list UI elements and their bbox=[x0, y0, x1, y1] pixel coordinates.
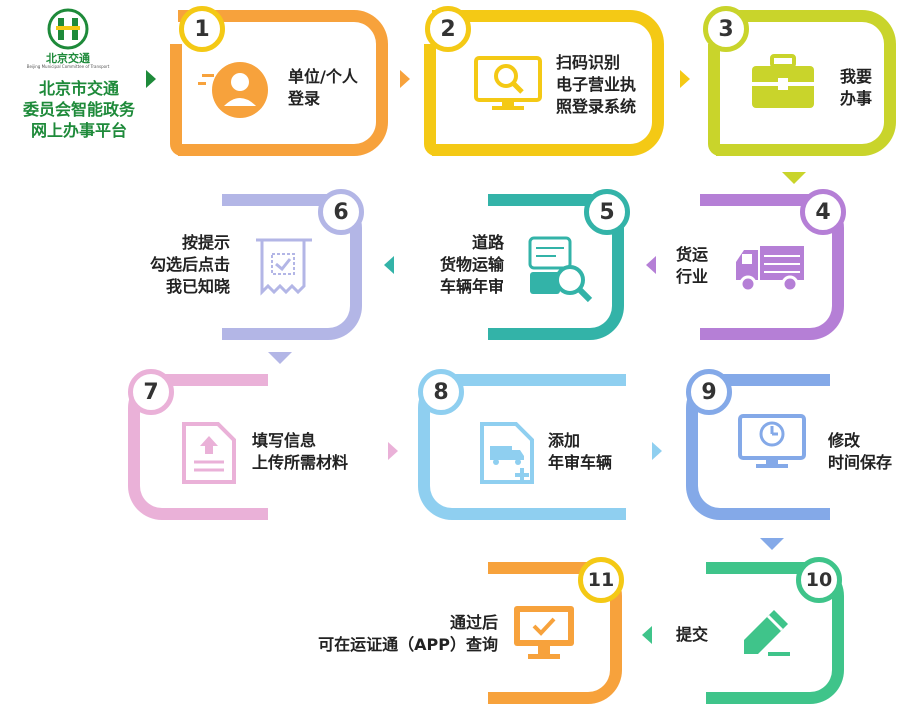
step-10-label: 提交 bbox=[676, 624, 708, 646]
step-9-label: 修改 时间保存 bbox=[828, 430, 892, 474]
arrow-left-icon bbox=[646, 256, 656, 274]
step-3-label-line: 我要 bbox=[840, 67, 873, 86]
step-9-label-line: 修改 bbox=[828, 431, 861, 450]
step-2-label-line: 照登录系统 bbox=[556, 97, 637, 116]
arrow-right-icon bbox=[146, 70, 156, 88]
step-9-badge: 9 bbox=[686, 369, 732, 415]
step-4-label-line: 行业 bbox=[676, 267, 709, 286]
arrow-right-icon bbox=[652, 442, 662, 460]
platform-title-line: 网上办事平台 bbox=[30, 121, 127, 140]
arrow-down-icon bbox=[268, 352, 292, 364]
step-7-label: 填写信息 上传所需材料 bbox=[252, 430, 348, 474]
monitor-check-icon bbox=[514, 606, 574, 659]
platform-title-line: 北京市交通 bbox=[38, 79, 119, 98]
monitor-clock-icon bbox=[738, 414, 806, 468]
step-10-badge: 10 bbox=[796, 557, 842, 603]
step-5-label: 道路 货物运输 车辆年审 bbox=[412, 232, 504, 298]
truck-search-icon bbox=[528, 236, 593, 303]
logo-small-text: Beijing Municipal Committee of Transport bbox=[26, 64, 110, 69]
step-2-label: 扫码识别 电子营业执 照登录系统 bbox=[556, 52, 636, 118]
step-1-frame-left bbox=[170, 44, 182, 156]
step-2-frame bbox=[432, 10, 664, 156]
step-3-frame bbox=[716, 10, 896, 156]
step-6-label-line: 勾选后点击 bbox=[149, 255, 230, 274]
step-3-badge: 3 bbox=[703, 6, 749, 52]
step-6-label-line: 按提示 bbox=[181, 233, 230, 252]
pen-icon bbox=[744, 610, 790, 656]
logo-brand: 北京交通 bbox=[46, 52, 90, 65]
step-5-frame bbox=[488, 194, 624, 340]
step-2-label-line: 电子营业执 bbox=[556, 75, 637, 94]
arrow-right-icon bbox=[388, 442, 398, 460]
step-11-label: 通过后 可在运证通（APP）查询 bbox=[278, 612, 498, 656]
step-1-frame bbox=[178, 10, 388, 156]
arrow-left-icon bbox=[642, 626, 652, 644]
document-upload-icon bbox=[182, 422, 236, 484]
step-6-label: 按提示 勾选后点击 我已知晓 bbox=[120, 232, 230, 298]
step-8-label: 添加 年审车辆 bbox=[548, 430, 612, 474]
arrow-down-icon bbox=[760, 538, 784, 550]
transport-emblem-icon bbox=[47, 8, 89, 50]
briefcase-icon bbox=[752, 54, 814, 108]
step-9-label-line: 时间保存 bbox=[828, 453, 893, 472]
step-8-frame bbox=[418, 374, 626, 520]
step-2-label-line: 扫码识别 bbox=[556, 53, 621, 72]
arrow-left-icon bbox=[384, 256, 394, 274]
step-11-label-line: 通过后 bbox=[449, 613, 498, 632]
receipt-check-icon bbox=[256, 238, 312, 296]
user-icon bbox=[198, 62, 268, 118]
step-1-badge: 1 bbox=[179, 6, 225, 52]
step-6-badge: 6 bbox=[318, 189, 364, 235]
step-10-label-line: 提交 bbox=[676, 625, 709, 644]
step-6-label-line: 我已知晓 bbox=[165, 277, 230, 296]
step-7-label-line: 上传所需材料 bbox=[252, 453, 349, 472]
step-3-label: 我要 办事 bbox=[840, 66, 872, 110]
step-4-label: 货运 行业 bbox=[676, 244, 708, 288]
step-1-label: 单位/个人 登录 bbox=[288, 66, 358, 110]
step-2-badge: 2 bbox=[425, 6, 471, 52]
platform-title-line: 委员会智能政务 bbox=[22, 100, 135, 119]
step-11-label-line: 可在运证通（APP）查询 bbox=[318, 635, 498, 654]
step-8-label-line: 年审车辆 bbox=[548, 453, 613, 472]
step-3-label-line: 办事 bbox=[840, 89, 873, 108]
step-4-badge: 4 bbox=[800, 189, 846, 235]
step-7-badge: 7 bbox=[128, 369, 174, 415]
arrow-right-icon bbox=[400, 70, 410, 88]
step-5-label-line: 货物运输 bbox=[439, 255, 504, 274]
step-1-label-line: 单位/个人 bbox=[288, 67, 358, 86]
scan-monitor-icon bbox=[474, 56, 542, 110]
arrow-down-icon bbox=[782, 172, 806, 184]
step-11-badge: 11 bbox=[578, 557, 624, 603]
step-5-badge: 5 bbox=[584, 189, 630, 235]
step-8-label-line: 添加 bbox=[548, 431, 581, 450]
truck-icon bbox=[736, 246, 804, 293]
step-7-label-line: 填写信息 bbox=[252, 431, 317, 450]
step-3-frame-left bbox=[708, 44, 720, 156]
add-vehicle-icon bbox=[480, 422, 534, 484]
step-1-label-line: 登录 bbox=[288, 89, 321, 108]
step-5-label-line: 道路 bbox=[471, 233, 504, 252]
step-5-label-line: 车辆年审 bbox=[439, 277, 504, 296]
step-2-frame-left bbox=[424, 44, 436, 156]
step-8-badge: 8 bbox=[418, 369, 464, 415]
arrow-right-icon bbox=[680, 70, 690, 88]
step-4-label-line: 货运 bbox=[676, 245, 709, 264]
platform-title: 北京市交通 委员会智能政务 网上办事平台 bbox=[4, 78, 154, 141]
